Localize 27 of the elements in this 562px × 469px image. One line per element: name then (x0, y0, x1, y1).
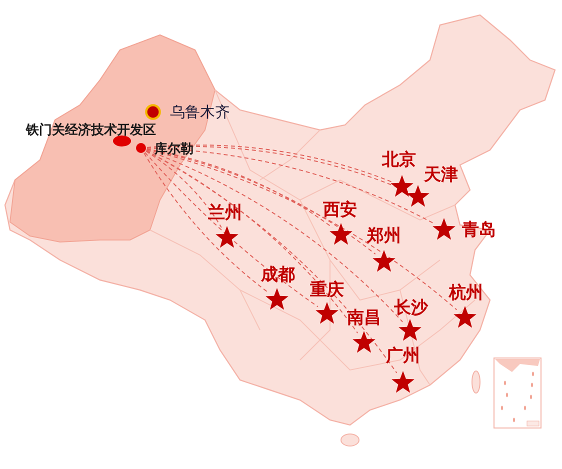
city-label: 青岛 (461, 220, 497, 240)
route-line (146, 150, 404, 322)
city-label: 兰州 (207, 203, 243, 223)
route-line (146, 150, 222, 228)
place-label: 乌鲁木齐 (169, 103, 231, 121)
route-line (146, 146, 408, 192)
route-line (146, 144, 392, 182)
city-label: 北京 (381, 150, 417, 170)
route-line (146, 148, 435, 224)
city-label: 南昌 (346, 308, 382, 328)
route-line (144, 152, 269, 293)
city-label: 天津 (423, 165, 459, 185)
city-label: 重庆 (309, 280, 345, 300)
place-label: 库尔勒 (154, 142, 194, 158)
route-line (146, 148, 333, 228)
city-label: 杭州 (448, 283, 484, 303)
route-line (146, 150, 398, 374)
route-line (146, 148, 458, 310)
city-label: 西安 (322, 200, 358, 220)
route-line (146, 150, 358, 334)
city-label: 成都 (260, 265, 296, 285)
city-label: 广州 (385, 346, 421, 366)
route-line (144, 152, 318, 308)
place-label: 铁门关经济技术开发区 (25, 123, 157, 139)
city-label: 长沙 (393, 298, 429, 318)
route-line (146, 148, 376, 255)
city-label: 郑州 (366, 226, 402, 246)
